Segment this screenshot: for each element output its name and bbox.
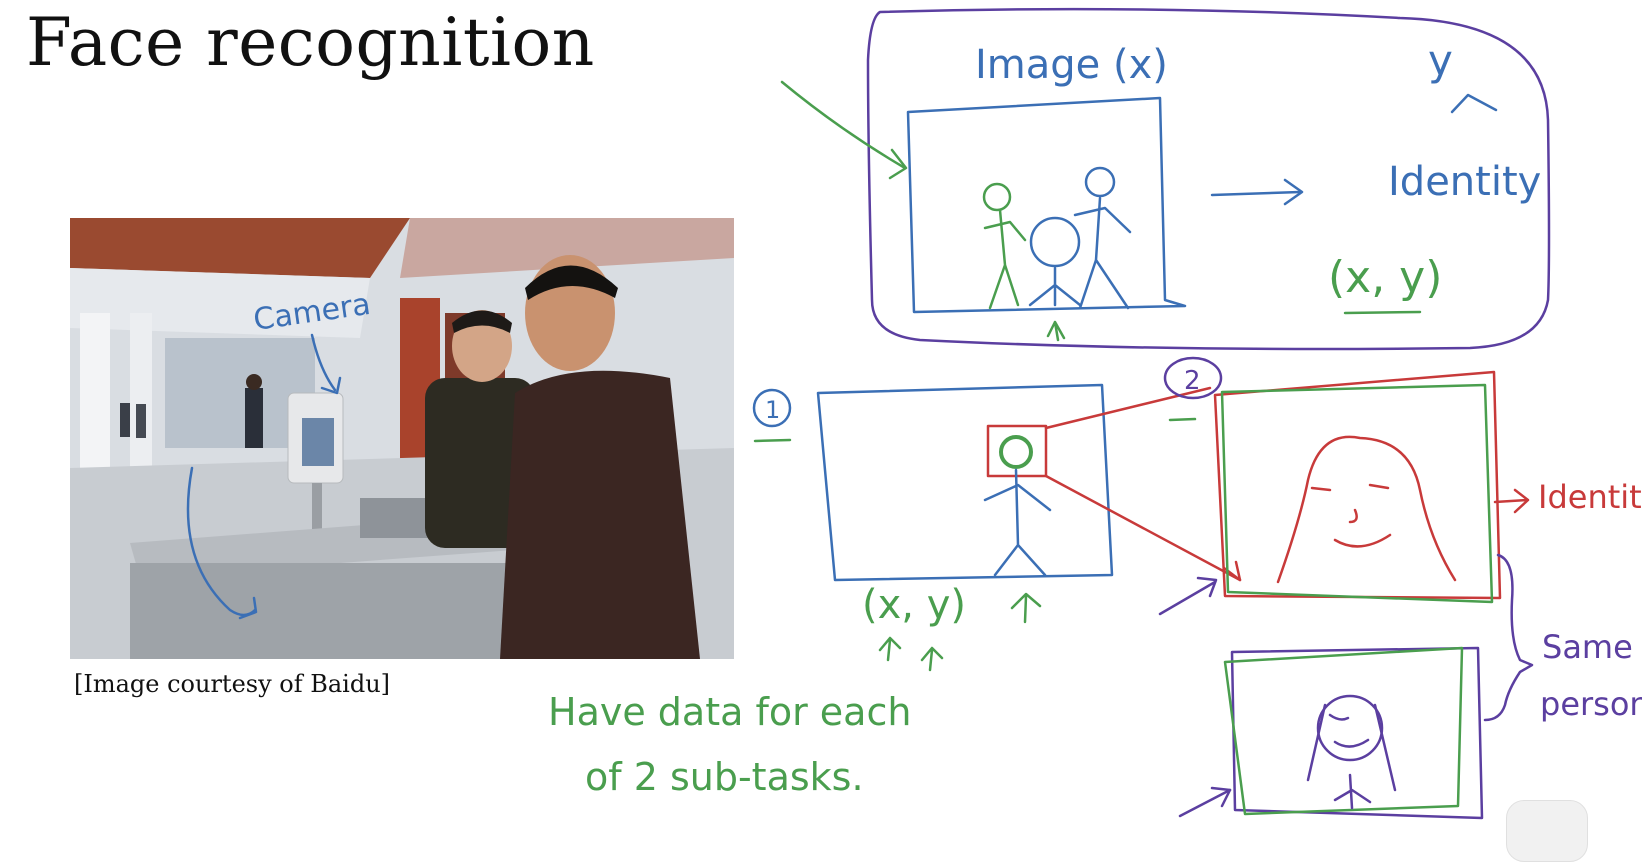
xy-underline [1343,310,1422,315]
detected-face [999,435,1033,469]
reference-frame-purple [1230,646,1484,820]
y-label: y [1428,36,1453,85]
note-line2: of 2 sub-tasks. [585,755,864,799]
turnstile-arrow [186,466,257,617]
step2-circle [1163,356,1223,400]
step1-circle [752,388,792,428]
reference-frame-green [1223,646,1464,816]
identity-label-top: Identity [1388,159,1541,205]
xy-arrows [878,636,944,672]
reference-figure [1306,703,1397,810]
person-head-3 [1029,216,1081,268]
station-photo [70,218,734,659]
camera-arrowhead [320,376,342,395]
pointer-caret-top [1046,320,1066,342]
person-head-2 [1084,166,1116,198]
comparison-brace [1483,553,1534,722]
face-frame-green [1220,383,1494,604]
pointer-arrow-bottom [1010,592,1042,624]
camera-arrow [310,333,337,392]
person-head-1 [982,182,1012,212]
xy-label-bottom: (x, y) [862,582,966,628]
reference-face [1316,694,1384,762]
overview-box [866,7,1551,351]
image-frame-top [906,96,1187,314]
face-features [1310,483,1392,548]
identity-label-bottom: Identity [1538,478,1642,516]
image-x-label: Image (x) [975,42,1168,88]
camera-label: Camera [251,287,372,338]
input-arrowhead [888,148,908,180]
identity-arrow [1493,488,1530,514]
xy-label-top: (x, y) [1328,252,1442,303]
image-caption: [Image courtesy of Baidu] [74,670,391,698]
step2-number: 2 [1184,366,1201,396]
note-line1: Have data for each [548,690,911,734]
step2-underline [1168,417,1197,422]
crop-line-bottom [1044,474,1242,582]
input-arrow [780,80,907,170]
crop-line-top [1044,386,1212,430]
slide-title: Face recognition [26,4,595,81]
station-photo-illustration [70,218,734,659]
step1-underline [753,438,792,443]
mapping-arrow [1210,190,1302,197]
person-body-3 [1028,266,1082,307]
person-body-1 [983,208,1027,310]
face-frame-red [1213,370,1502,600]
reference-input-arrow [1178,788,1232,818]
image-frame-bottom [816,383,1114,582]
step1-number: 1 [765,396,780,424]
crop-arrowhead [1222,560,1242,582]
face-hair [1276,435,1457,584]
reference-input-arrowhead [1210,786,1232,808]
face-input-arrowhead [1196,576,1218,598]
turnstile-arrowhead [238,596,258,620]
same-label: Same [1542,628,1633,666]
detected-person-body [983,468,1052,577]
face-input-arrow [1158,580,1217,616]
mapping-arrowhead [1283,178,1304,206]
person-body-2 [1073,196,1132,310]
y-caret [1450,93,1498,114]
person-label: person? [1540,685,1642,723]
